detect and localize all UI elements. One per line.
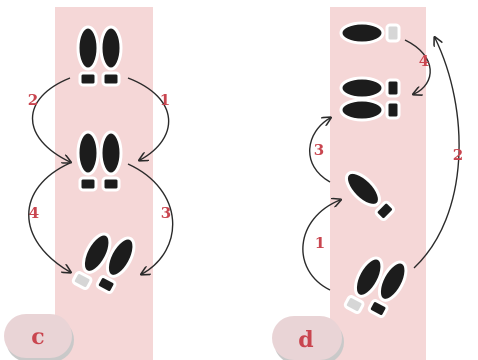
step-number-2-c: 2 xyxy=(28,91,38,109)
panel-label-badge-d: d xyxy=(272,316,344,360)
step-arrow-1-c xyxy=(127,77,170,160)
step-arrow-1-d xyxy=(302,200,340,291)
step-arrow-4-d xyxy=(404,39,431,94)
footprint-top-d xyxy=(339,21,401,45)
step-arrow-4-c xyxy=(28,162,70,272)
step-number-2-d: 2 xyxy=(453,146,463,164)
step-number-4-c: 4 xyxy=(29,204,39,222)
step-number-4-d: 4 xyxy=(419,52,429,70)
step-number-3-c: 3 xyxy=(161,204,171,222)
step-arrow-3-c xyxy=(127,163,174,274)
step-arrow-3-d xyxy=(309,118,330,183)
step-number-3-d: 3 xyxy=(314,141,324,159)
step-arrow-2-c xyxy=(32,77,71,162)
step-number-1-c: 1 xyxy=(160,91,170,109)
panel-label-d: d xyxy=(298,327,313,353)
panel-label-c: c xyxy=(31,324,44,350)
step-number-1-d: 1 xyxy=(315,234,325,252)
panel-label-badge-c: c xyxy=(4,314,74,360)
step-arrow-2-d xyxy=(413,38,460,269)
